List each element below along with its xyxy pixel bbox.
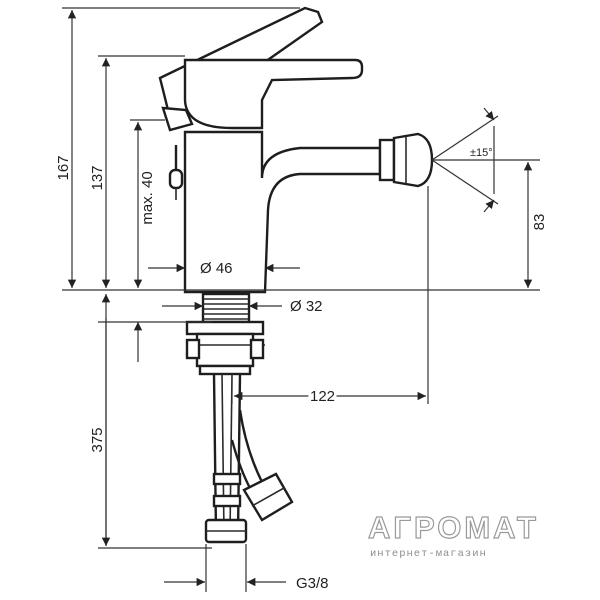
label-167: 167 <box>55 155 72 180</box>
watermark-subtitle: интернет-магазин <box>370 548 487 560</box>
label-83: 83 <box>531 214 548 231</box>
label-diameter-32: Ø 32 <box>290 298 323 315</box>
faucet-outline <box>158 6 434 294</box>
label-137: 137 <box>89 165 106 190</box>
label-diameter-46: Ø 46 <box>200 260 233 277</box>
threaded-shank <box>185 292 265 376</box>
watermark-logo: АГРОМАТ интернет-магазин <box>367 509 539 560</box>
label-max-40: max. 40 <box>139 171 156 224</box>
label-g3-8: G3/8 <box>296 575 329 592</box>
dimension-labels: 167 137 max. 40 83 Ø 46 Ø 32 375 122 G3/… <box>55 147 548 592</box>
watermark-brand: АГРОМАТ <box>368 510 539 545</box>
label-122: 122 <box>310 388 335 405</box>
dimension-lines <box>62 7 540 592</box>
label-375: 375 <box>89 427 106 452</box>
label-angle-15: ±15° <box>470 147 493 159</box>
flex-hoses <box>204 373 294 544</box>
